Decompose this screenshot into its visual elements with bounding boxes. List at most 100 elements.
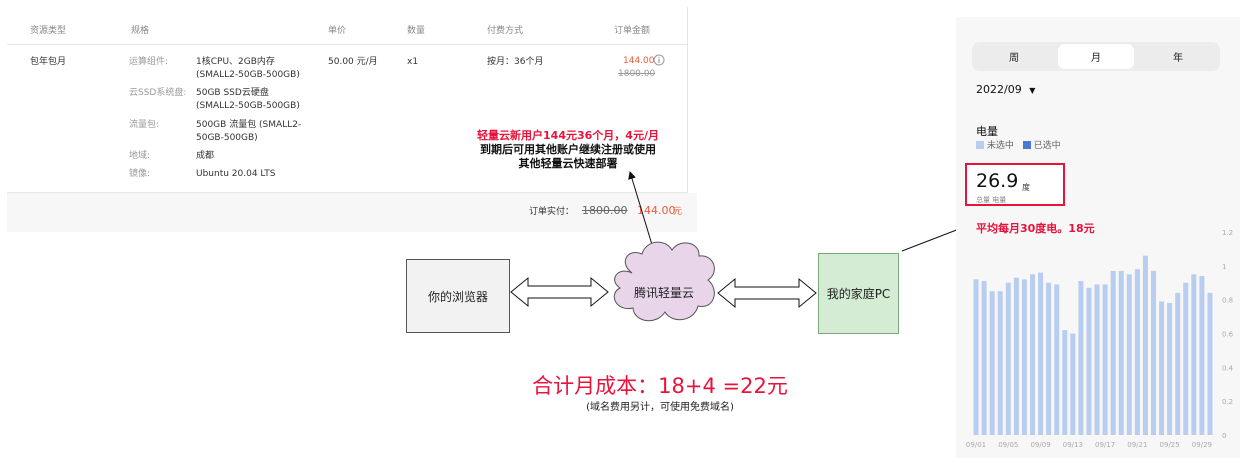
spec-value-compute-1: 1核CPU、2GB内存 [196, 57, 275, 67]
y-tick-label: 0.4 [1222, 364, 1234, 372]
total-energy-value: 26.9 [976, 170, 1019, 192]
browser-box: 你的浏览器 [406, 259, 510, 333]
legend-selected-label: 已选中 [1033, 141, 1061, 151]
info-icon[interactable] [653, 54, 665, 66]
annotation-deploy: 其他轻量云快速部署 [518, 157, 618, 170]
bar-09/18[interactable] [1110, 270, 1116, 435]
bar-09/26[interactable] [1175, 292, 1181, 435]
energy-title: 电量 [976, 125, 998, 138]
tab-week[interactable]: 周 [1009, 53, 1019, 64]
x-tick-label: 09/21 [1127, 441, 1147, 449]
y-tick-label: 0 [1222, 432, 1226, 440]
x-tick-label: 09/13 [1063, 441, 1083, 449]
bar-09/21[interactable] [1134, 269, 1140, 435]
bar-09/28[interactable] [1191, 274, 1197, 435]
bar-09/09[interactable] [1038, 272, 1044, 435]
spec-key-traffic: 流量包: [129, 120, 160, 130]
order-panel: 资源类型 规格 单价 数量 付费方式 订单金额 包年包月 运算组件: 1核CPU… [7, 7, 697, 232]
bar-09/15[interactable] [1086, 287, 1092, 435]
spec-key-image: 镜像: [129, 169, 151, 179]
bar-09/13[interactable] [1070, 333, 1076, 436]
order-total-bar: 订单实付： 1800.00 144.00 元 [7, 193, 697, 232]
bar-09/02[interactable] [981, 281, 987, 435]
bar-09/12[interactable] [1062, 330, 1068, 435]
caret-down-icon: ▼ [1029, 86, 1036, 95]
bar-09/06[interactable] [1013, 277, 1019, 435]
order-card [7, 7, 688, 193]
bar-09/19[interactable] [1118, 270, 1124, 435]
cost-sub: (域名费用另计，可使用免费域名) [586, 402, 734, 413]
header-amount: 订单金额 [614, 26, 651, 36]
month-selector[interactable]: 2022/09 ▼ [976, 83, 1035, 96]
bar-09/08[interactable] [1030, 274, 1035, 435]
spec-key-region: 地域: [129, 151, 151, 161]
browser-label: 你的浏览器 [427, 289, 488, 304]
bar-09/27[interactable] [1183, 282, 1189, 435]
tab-year[interactable]: 年 [1173, 53, 1183, 64]
period-active-indicator [1058, 44, 1134, 69]
header-unit-price: 单价 [328, 26, 347, 36]
x-tick-label: 09/29 [1192, 441, 1212, 449]
y-tick-label: 0.2 [1222, 398, 1233, 406]
bar-09/01[interactable] [973, 279, 979, 435]
quantity-value: x1 [407, 57, 419, 67]
legend-swatch-selected [1022, 141, 1031, 149]
bar-09/11[interactable] [1054, 284, 1060, 435]
spec-value-disk-1: 50GB SSD云硬盘 [196, 88, 269, 98]
bar-09/29[interactable] [1199, 275, 1205, 435]
order-table-header: 资源类型 规格 单价 数量 付费方式 订单金额 [7, 7, 687, 45]
annotation-new-user: 轻量云新用户144元36个月，4元/月 [477, 129, 659, 142]
header-spec: 规格 [131, 26, 150, 36]
y-tick-label: 0.8 [1222, 297, 1233, 305]
y-tick-label: 0.6 [1222, 331, 1234, 339]
month-selector-value: 2022/09 [976, 83, 1022, 96]
total-energy-unit: 度 [1022, 183, 1030, 192]
bar-09/10[interactable] [1046, 282, 1052, 435]
avg-note: 平均每月30度电。18元 [976, 222, 1095, 235]
total-original: 1800.00 [582, 204, 628, 217]
bar-09/20[interactable] [1126, 274, 1132, 435]
y-tick-label: 1.2 [1222, 229, 1233, 237]
spec-value-disk-2: (SMALL2-50GB-500GB) [196, 101, 300, 111]
cloud-label: 腾讯轻量云 [633, 286, 694, 300]
payment-value: 按月：36个月 [487, 57, 544, 67]
x-tick-label: 09/05 [998, 441, 1018, 449]
bar-09/14[interactable] [1078, 281, 1084, 435]
tab-month[interactable]: 月 [1091, 53, 1101, 64]
cloud-shape [613, 241, 715, 322]
bar-09/04[interactable] [997, 291, 1003, 435]
spec-value-region: 成都 [196, 151, 215, 161]
legend: 未选中 已选中 [976, 138, 1061, 151]
spec-key-disk: 云SSD系统盘: [129, 88, 187, 98]
amount-value: 144.00 [623, 56, 655, 66]
total-unit: 元 [673, 207, 683, 217]
bar-09/16[interactable] [1094, 284, 1100, 435]
total-label: 订单实付： [529, 207, 575, 217]
x-tick-label: 09/25 [1160, 441, 1180, 449]
bar-09/03[interactable] [989, 291, 995, 435]
amount-original-value: 1800.00 [618, 69, 656, 79]
total-paid: 144.00 [637, 204, 676, 217]
header-payment: 付费方式 [487, 26, 524, 36]
home-pc-box: 我的家庭PC [818, 253, 899, 334]
bar-09/22[interactable] [1142, 255, 1148, 435]
energy-panel: 周 月 年 2022/09 ▼ 电量 未选中 已选中 26.9 度 总量 电量 … [956, 17, 1240, 458]
total-energy-label: 总量 电量 [976, 196, 1007, 204]
bar-09/23[interactable] [1151, 270, 1156, 435]
y-tick-label: 1 [1222, 263, 1226, 271]
x-tick-label: 09/17 [1095, 441, 1115, 449]
bar-09/17[interactable] [1102, 284, 1108, 435]
annotation-continue: 到期后可用其他账户继续注册或使用 [480, 143, 656, 156]
bar-09/24[interactable] [1159, 301, 1165, 435]
spec-value-compute-2: (SMALL2-50GB-500GB) [196, 70, 300, 80]
spec-value-traffic-1: 500GB 流量包 (SMALL2- [196, 120, 302, 130]
home-pc-label: 我的家庭PC [826, 287, 891, 301]
bar-09/25[interactable] [1167, 303, 1173, 435]
bar-09/05[interactable] [1005, 282, 1011, 435]
bar-09/30[interactable] [1207, 292, 1213, 435]
header-quantity: 数量 [407, 26, 426, 36]
legend-unselected-label: 未选中 [986, 141, 1014, 151]
unit-price-value: 50.00 元/月 [328, 57, 378, 67]
bar-09/07[interactable] [1021, 279, 1027, 435]
